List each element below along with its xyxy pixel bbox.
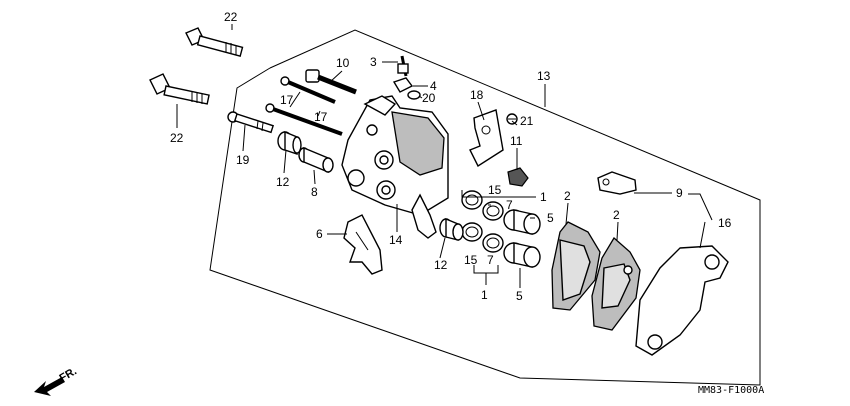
front-direction-indicator: FR.	[34, 365, 79, 396]
label-6: 6	[316, 227, 323, 241]
label-4: 4	[430, 79, 437, 93]
label-21: 21	[520, 114, 534, 128]
label-22-lower: 22	[170, 131, 184, 145]
pad-2-right	[591, 236, 641, 331]
label-11: 11	[510, 134, 523, 148]
label-19: 19	[236, 153, 250, 167]
leader-lines	[176, 24, 713, 288]
label-8: 8	[311, 185, 318, 199]
pad-2-left	[551, 221, 601, 311]
label-18: 18	[470, 88, 484, 102]
label-10: 10	[336, 56, 350, 70]
label-22-upper: 22	[224, 10, 238, 24]
label-1-lower: 1	[481, 288, 488, 302]
label-5-upper: 5	[547, 211, 554, 225]
label-12-upper: 12	[276, 175, 290, 189]
diagram-code: MM83-F1000A	[698, 385, 764, 396]
label-1-upper: 1	[540, 190, 547, 204]
pin-10	[305, 69, 357, 95]
label-20: 20	[422, 91, 436, 105]
sleeve-8	[298, 146, 334, 174]
spring-9	[597, 171, 637, 195]
seal-7-upper	[482, 201, 504, 221]
label-7-upper: 7	[506, 198, 513, 212]
pin-17-lower	[265, 103, 343, 136]
boot-12-upper	[277, 130, 302, 155]
bolt-22-upper	[185, 27, 244, 57]
ring-20	[407, 90, 421, 100]
screw-21	[506, 113, 518, 125]
cap-11	[507, 167, 529, 187]
label-12-lower: 12	[434, 258, 448, 272]
piston-5-lower	[503, 242, 541, 268]
bracket-16	[635, 245, 729, 356]
label-16: 16	[718, 216, 732, 230]
label-5-lower: 5	[516, 289, 523, 303]
pin-17-upper	[280, 76, 336, 104]
seal-15-lower	[461, 222, 483, 242]
bolt-19	[227, 111, 275, 134]
label-2-left: 2	[564, 189, 571, 203]
label-14: 14	[389, 233, 403, 247]
bleeder-3	[397, 55, 409, 77]
caliper-body-14	[341, 95, 449, 239]
shim-6	[343, 214, 383, 275]
label-9: 9	[676, 186, 683, 200]
seal-7-lower	[482, 233, 504, 253]
bracket-18	[469, 109, 504, 168]
label-17-lower: 17	[314, 110, 328, 124]
piston-5-upper	[503, 209, 541, 235]
seal-15-upper	[461, 190, 483, 210]
direction-label: FR.	[58, 365, 79, 384]
bolt-22-lower	[149, 73, 210, 105]
boot-12-lower	[439, 217, 464, 241]
label-13: 13	[537, 69, 551, 83]
label-7-lower: 7	[487, 253, 494, 267]
cap-4	[392, 77, 414, 93]
label-2-right: 2	[613, 208, 620, 222]
label-3: 3	[370, 55, 377, 69]
label-17-upper: 17	[280, 93, 294, 107]
direction-arrow-icon	[34, 377, 65, 396]
label-15-upper: 15	[488, 183, 502, 197]
label-15-lower: 15	[464, 253, 478, 267]
